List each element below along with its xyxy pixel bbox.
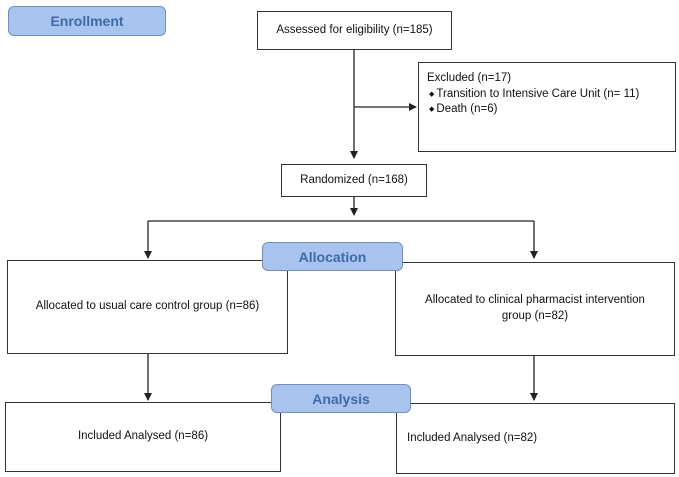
- assessed-text: Assessed for eligibility (n=185): [276, 23, 433, 36]
- excluded-item-text: Transition to Intensive Care Unit (n= 11…: [436, 87, 640, 100]
- allocated-intervention-box: Allocated to clinical pharmacist interve…: [395, 262, 675, 356]
- stage-label-analysis: Analysis: [271, 384, 411, 413]
- analysed-intervention-box: Included Analysed (n=82): [396, 403, 675, 474]
- allocated-control-box: Allocated to usual care control group (n…: [7, 260, 288, 354]
- allocated-intervention-text: Allocated to clinical pharmacist interve…: [425, 294, 645, 322]
- stage-label-enrollment: Enrollment: [8, 6, 166, 36]
- excluded-title: Excluded (n=17): [427, 72, 512, 84]
- allocated-control-text: Allocated to usual care control group (n…: [35, 300, 260, 313]
- analysed-intervention-text: Included Analysed (n=82): [407, 431, 538, 444]
- excluded-item: ◆Transition to Intensive Care Unit (n= 1…: [427, 87, 667, 103]
- excluded-item-text: Death (n=6): [436, 103, 498, 116]
- diamond-bullet-icon: ◆: [429, 106, 435, 114]
- diamond-bullet-icon: ◆: [429, 90, 435, 98]
- assessed-box: Assessed for eligibility (n=185): [257, 11, 452, 50]
- excluded-box: Excluded (n=17) ◆Transition to Intensive…: [418, 62, 676, 152]
- excluded-item: ◆Death (n=6): [427, 102, 667, 118]
- stage-label-allocation: Allocation: [262, 242, 403, 271]
- randomized-box: Randomized (n=168): [281, 164, 427, 197]
- analysed-control-text: Included Analysed (n=86): [77, 430, 209, 443]
- analysed-control-box: Included Analysed (n=86): [5, 402, 281, 472]
- randomized-text: Randomized (n=168): [300, 173, 408, 186]
